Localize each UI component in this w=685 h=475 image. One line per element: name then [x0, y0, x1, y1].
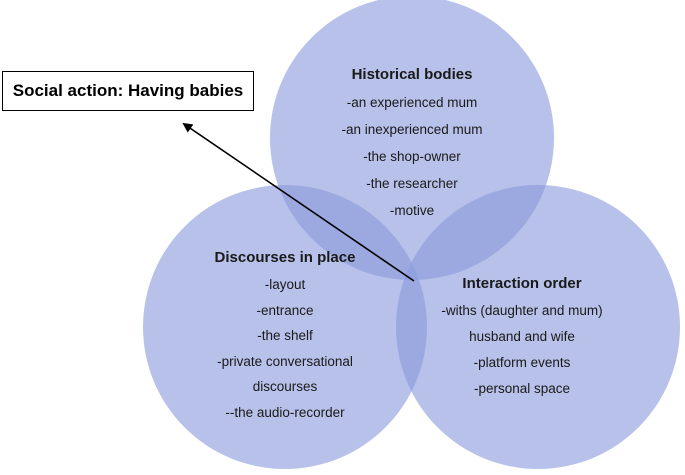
circle-discourses-in-place — [143, 185, 427, 469]
historical-bodies-item: -motive — [389, 203, 435, 218]
historical-bodies-label: Historical bodies -an experienced mum -a… — [312, 66, 512, 224]
historical-bodies-item: -the shop-owner — [363, 149, 461, 164]
interaction-order-label: Interaction order -withs (daughter and m… — [432, 275, 612, 402]
discourses-in-place-item: -entrance — [256, 302, 314, 318]
interaction-order-item: -personal space — [473, 381, 571, 396]
interaction-order-item: -withs (daughter and mum) — [441, 303, 603, 318]
discourses-in-place-heading: Discourses in place — [214, 249, 356, 266]
discourses-in-place-item: -layout — [264, 277, 306, 292]
discourses-in-place-item: --the audio-recorder — [225, 404, 345, 420]
discourses-in-place-item: discourses — [252, 379, 318, 394]
interaction-order-item: -platform events — [473, 355, 571, 370]
social-action-title: Social action: Having babies — [2, 71, 254, 111]
discourses-in-place-item: -private conversational — [217, 353, 353, 369]
historical-bodies-item: -an experienced mum — [346, 95, 478, 110]
historical-bodies-item: -an inexperienced mum — [341, 122, 483, 137]
discourses-in-place-item: -the shelf — [257, 328, 313, 343]
historical-bodies-heading: Historical bodies — [351, 66, 473, 83]
interaction-order-item: husband and wife — [469, 329, 575, 344]
interaction-order-heading: Interaction order — [462, 275, 582, 292]
circle-interaction-order — [396, 185, 680, 469]
discourses-in-place-label: Discourses in place -layout -entrance -t… — [185, 249, 385, 425]
historical-bodies-item: -the researcher — [366, 176, 458, 191]
arrow — [182, 122, 415, 282]
